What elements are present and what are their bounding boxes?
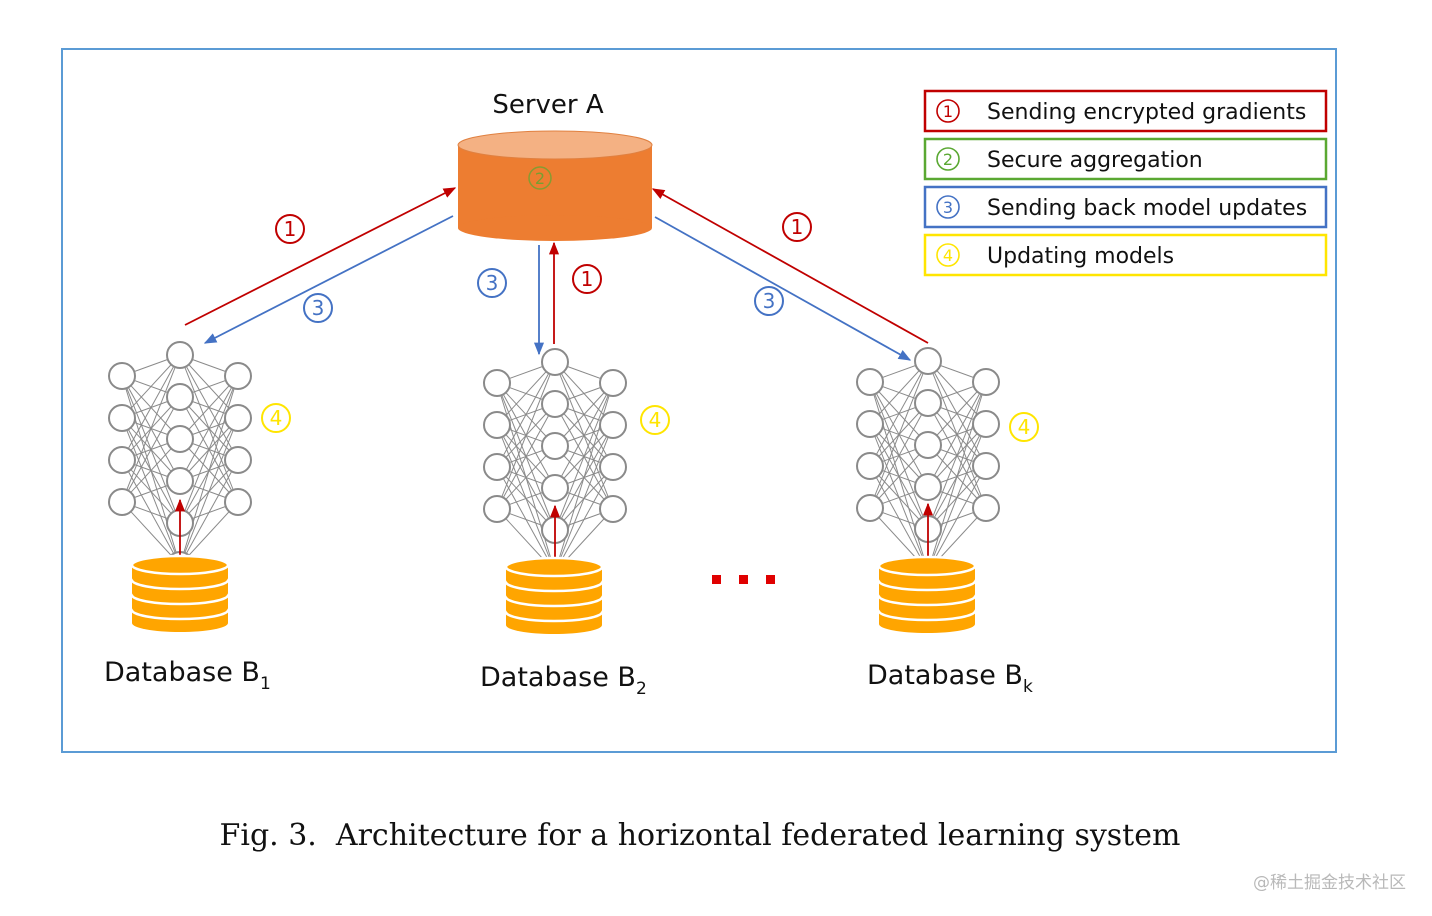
watermark: @稀土掘金技术社区 xyxy=(1253,873,1406,893)
svg-text:2: 2 xyxy=(943,150,953,169)
diagram-frame xyxy=(61,48,1337,753)
legend-item-2: 2 Secure aggregation xyxy=(923,137,1328,181)
database-label-b2: Database B2 xyxy=(480,662,647,699)
legend-item-4: 4 Updating models xyxy=(923,233,1328,277)
arrow-server-to-b1 xyxy=(203,215,454,344)
figure-caption: Fig. 3. Architecture for a horizontal fe… xyxy=(219,818,1181,853)
step-send-mid: 1 xyxy=(572,264,602,294)
svg-text:Updating models: Updating models xyxy=(987,244,1174,269)
svg-text:3: 3 xyxy=(943,198,953,217)
model-bk-network-icon xyxy=(856,347,1000,585)
svg-text:1: 1 xyxy=(284,217,297,241)
model-b1-network-icon xyxy=(108,341,252,579)
arrow-b1-to-server xyxy=(184,187,457,326)
svg-text:1: 1 xyxy=(943,102,953,121)
svg-text:4: 4 xyxy=(943,246,953,265)
arrow-server-to-bk xyxy=(654,216,912,361)
database-b2-icon xyxy=(504,556,604,634)
svg-text:2: 2 xyxy=(535,169,545,188)
svg-text:4: 4 xyxy=(649,408,662,432)
step-local-b1: 4 xyxy=(261,403,291,433)
svg-text:3: 3 xyxy=(312,296,325,320)
database-label-b1: Database B1 xyxy=(104,657,271,694)
svg-text:Sending back model updates: Sending back model updates xyxy=(987,196,1307,221)
svg-text:4: 4 xyxy=(1018,415,1031,439)
svg-text:1: 1 xyxy=(791,215,804,239)
step-send-right: 1 xyxy=(782,212,812,242)
server-step-aggregate: 2 xyxy=(528,166,552,190)
svg-text:4: 4 xyxy=(270,406,283,430)
step-update-mid: 3 xyxy=(477,268,507,298)
database-bk-icon xyxy=(877,555,977,633)
ellipsis-dots xyxy=(712,575,775,584)
step-update-right: 3 xyxy=(754,286,784,316)
server-cylinder-icon xyxy=(457,130,653,241)
svg-text:3: 3 xyxy=(486,271,499,295)
arrow-bk-to-server xyxy=(651,188,929,344)
svg-text:Sending encrypted gradients: Sending encrypted gradients xyxy=(987,100,1306,125)
server-label: Server A xyxy=(492,90,604,120)
step-update-left: 3 xyxy=(303,293,333,323)
database-b1-icon xyxy=(130,554,230,632)
legend: 1 Sending encrypted gradients 2 Secure aggr… xyxy=(923,89,1328,277)
database-label-bk: Database Bk xyxy=(867,660,1033,697)
legend-item-1: 1 Sending encrypted gradients xyxy=(923,89,1328,133)
legend-item-3: 3 Sending back model updates xyxy=(923,185,1328,229)
svg-text:1: 1 xyxy=(581,267,594,291)
step-send-left: 1 xyxy=(275,214,305,244)
svg-text:Secure aggregation: Secure aggregation xyxy=(987,148,1203,173)
step-local-bk: 4 xyxy=(1009,412,1039,442)
svg-text:3: 3 xyxy=(763,289,776,313)
step-local-b2: 4 xyxy=(640,405,670,435)
